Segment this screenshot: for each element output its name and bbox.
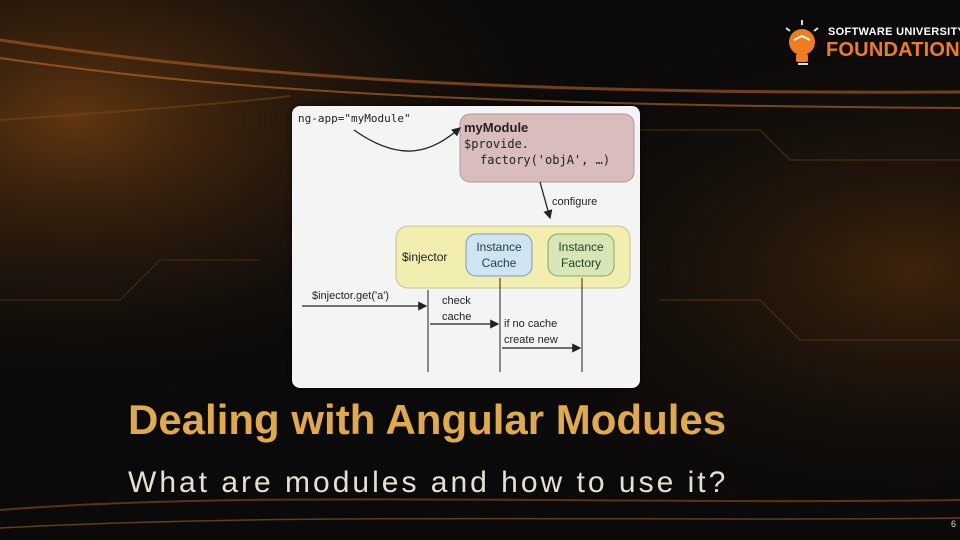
instance-cache-label-2: Cache — [481, 256, 517, 270]
ng-app-label: ng-app="myModule" — [298, 112, 411, 125]
slide-title: Dealing with Angular Modules — [128, 396, 727, 443]
logo-text-bottom: FOUNDATION — [826, 39, 960, 61]
instance-factory-label-2: Factory — [560, 256, 601, 270]
provide-label: $provide. — [464, 137, 530, 151]
instance-cache-box — [465, 233, 533, 277]
instance-factory-label-1: Instance — [558, 240, 604, 254]
softuni-logo: SOFTWARE UNIVERSITY FOUNDATION — [780, 16, 960, 72]
angular-injector-diagram: ng-app="myModule" myModule $provide. fac… — [292, 106, 640, 388]
if-no-cache-label: if no cache — [504, 318, 558, 330]
create-new-label: create new — [504, 334, 558, 346]
instance-factory-box — [547, 233, 615, 277]
factory-label: factory('objA', …) — [480, 153, 611, 167]
module-box — [459, 113, 635, 183]
diagram-shapes — [302, 113, 635, 372]
instance-cache-label-1: Instance — [476, 240, 522, 254]
injector-label: $injector — [402, 250, 448, 264]
slide-number: 6 — [951, 519, 957, 529]
module-name-label: myModule — [464, 120, 529, 135]
cache-label: cache — [442, 311, 472, 323]
slide-subtitle: What are modules and how to use it? — [128, 466, 729, 499]
logo-text-top: SOFTWARE UNIVERSITY — [828, 26, 960, 38]
lightbulb-icon — [785, 20, 819, 65]
injector-get-label: $injector.get('a') — [312, 290, 389, 302]
check-label: check — [442, 295, 471, 307]
configure-label: configure — [552, 196, 598, 208]
